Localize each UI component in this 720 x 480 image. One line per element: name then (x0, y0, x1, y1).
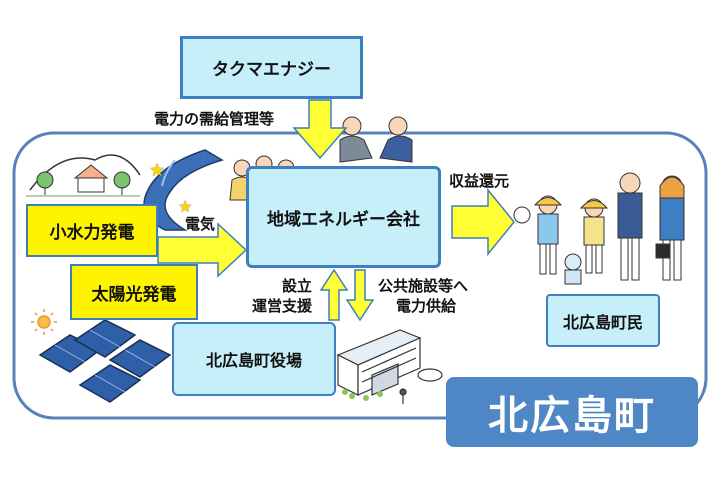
supplier-box: タクマエナジー (180, 36, 363, 99)
star-icon: ★ (149, 160, 166, 181)
town-name-badge: 北広島町 (446, 377, 698, 447)
star-icon: ★ (178, 197, 193, 216)
revenue-return-label: 収益還元 (449, 172, 510, 190)
solar-power-box: 太陽光発電 (70, 264, 198, 320)
hydro-power-box: 小水力発電 (26, 204, 158, 257)
setup-support-label-line1: 設立 (281, 277, 312, 295)
local-energy-company-box: 地域エネルギー会社 (246, 166, 441, 268)
town-office-box: 北広島町役場 (172, 322, 336, 396)
public-supply-label-line2: 電力供給 (396, 297, 457, 315)
electricity-label: 電気 (185, 215, 216, 233)
supply-management-label: 電力の需給管理等 (154, 110, 275, 128)
setup-support-label-line2: 運営支援 (251, 297, 312, 315)
public-supply-label-line1: 公共施設等へ (378, 277, 469, 295)
residents-box: 北広島町民 (546, 294, 660, 347)
